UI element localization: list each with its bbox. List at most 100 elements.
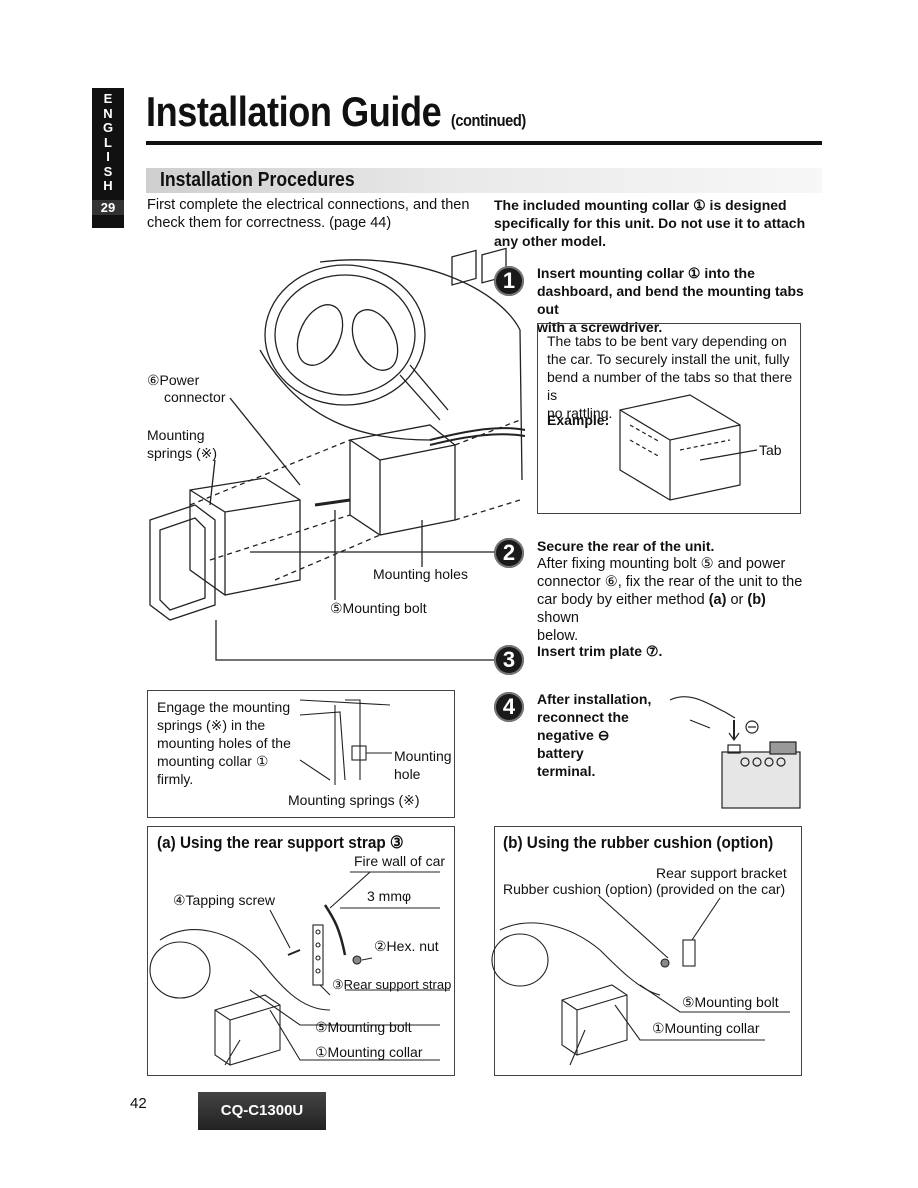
step-4-badge: 4 bbox=[494, 692, 524, 722]
size-label: 3 mmφ bbox=[367, 888, 412, 904]
step-line: After installation, bbox=[537, 691, 652, 707]
trim-plate-drawing bbox=[149, 504, 216, 621]
step-line: connector ⑥, fix the rear of the unit to… bbox=[537, 574, 803, 590]
method-a-box bbox=[147, 826, 455, 1076]
bracket-leader bbox=[691, 897, 721, 941]
step-text: or bbox=[726, 592, 748, 608]
example-label: Example: bbox=[547, 412, 610, 428]
collar-note-line: The included mounting collar ① is design… bbox=[494, 197, 787, 213]
step-line: negative ⊖ battery bbox=[537, 727, 610, 761]
dash-vent bbox=[451, 249, 477, 286]
dashboard-outline bbox=[319, 259, 523, 481]
language-letter: H bbox=[103, 178, 113, 193]
rubber-cushion-icon bbox=[660, 958, 670, 968]
note-line: the car. To securely install the unit, f… bbox=[547, 351, 790, 367]
engage-note-text: Engage the mounting springs (※) in the m… bbox=[157, 698, 297, 788]
rear-support-strap-label: ③Rear support strap bbox=[332, 977, 452, 992]
step-line: reconnect the bbox=[537, 709, 629, 725]
fire-wall-leader bbox=[329, 871, 371, 909]
language-letter: S bbox=[103, 163, 113, 179]
language-letter: G bbox=[102, 120, 114, 135]
title-rule bbox=[146, 141, 822, 145]
note-line: no rattling. bbox=[547, 405, 613, 421]
springs-label: Mounting springs (※) bbox=[288, 792, 420, 808]
section-title: Installation Procedures bbox=[160, 169, 355, 191]
method-b-bolt-label: ⑤Mounting bolt bbox=[682, 994, 779, 1010]
step-text: car body by either method bbox=[537, 592, 709, 608]
power-connector-leader bbox=[229, 397, 301, 486]
tab-label: Tab bbox=[759, 442, 782, 458]
rear-support-bracket-label: Rear support bracket (provided on the ca… bbox=[656, 865, 787, 897]
page-number: 42 bbox=[130, 1095, 147, 1112]
method-b-ref: (b) bbox=[747, 592, 766, 608]
language-letter: E bbox=[103, 91, 113, 106]
note-line: firmly. bbox=[157, 771, 194, 787]
note-line: The tabs to be bent vary depending on bbox=[547, 333, 787, 349]
step-line: terminal. bbox=[537, 763, 596, 779]
mounting-hole-label: Mounting hole bbox=[394, 747, 452, 783]
intro-line: check them for correctness. (page 44) bbox=[147, 215, 392, 231]
rubber-cushion-label: Rubber cushion (option) bbox=[503, 881, 653, 897]
step-1-badge: 1 bbox=[494, 266, 524, 296]
label-line: Mounting bbox=[147, 427, 205, 443]
section-page-code: 29 bbox=[92, 199, 124, 215]
tabs-note-text: The tabs to be bent vary depending on th… bbox=[547, 332, 797, 422]
hex-nut-icon bbox=[352, 955, 362, 965]
tapping-screw-label: ④Tapping screw bbox=[173, 892, 276, 908]
step-2-heading: Secure the rear of the unit. bbox=[537, 538, 715, 554]
power-connector-label: ⑥Power connector bbox=[147, 372, 225, 405]
note-line: bend a number of the tabs so that there … bbox=[547, 369, 793, 403]
rear-support-strap-drawing bbox=[312, 924, 324, 986]
method-b-box bbox=[494, 826, 802, 1076]
steering-wheel bbox=[264, 264, 426, 406]
method-a-ref: (a) bbox=[708, 592, 727, 608]
note-line: mounting holes of the bbox=[157, 735, 291, 751]
method-a-bolt-label: ⑤Mounting bolt bbox=[315, 1019, 412, 1035]
collar-note-line: any other model. bbox=[494, 233, 607, 249]
step-2-text: After fixing mounting bolt ⑤ and power c… bbox=[537, 555, 807, 645]
negative-terminal-icon bbox=[745, 720, 759, 734]
tabs-note-box bbox=[537, 323, 801, 514]
method-a-collar-label: ①Mounting collar bbox=[315, 1044, 423, 1060]
mounting-springs-label: Mounting springs (※) bbox=[147, 426, 217, 462]
label-line: Rear support bracket bbox=[656, 865, 787, 881]
page-title-text: Installation Guide bbox=[146, 88, 442, 135]
language-tab: E N G L I S H 29 bbox=[92, 88, 124, 228]
step-text: shown bbox=[537, 610, 579, 626]
step-line: dashboard, and bend the mounting tabs ou… bbox=[537, 283, 804, 317]
note-line: Engage the mounting bbox=[157, 699, 291, 715]
note-line: springs (※) in the bbox=[157, 717, 266, 733]
intro-text: First complete the electrical connection… bbox=[147, 196, 477, 232]
label-line: hole bbox=[394, 766, 421, 782]
mounting-bolt-label: ⑤Mounting bolt bbox=[330, 600, 427, 616]
step-3-badge: 3 bbox=[494, 645, 524, 675]
language-letter: L bbox=[104, 134, 112, 150]
label-line: springs (※) bbox=[147, 445, 218, 461]
label-line: (provided on the car) bbox=[656, 881, 786, 897]
hex-nut-label: ②Hex. nut bbox=[374, 938, 439, 954]
step-line: below. bbox=[537, 628, 579, 644]
intro-line: First complete the electrical connection… bbox=[147, 197, 470, 213]
model-badge: CQ-C1300U bbox=[198, 1092, 326, 1130]
step-line: Insert mounting collar ① into the bbox=[537, 265, 755, 281]
note-line: mounting collar ① bbox=[157, 753, 269, 769]
fire-wall-label: Fire wall of car bbox=[354, 853, 446, 869]
page-title: Installation Guide (continued) bbox=[146, 88, 526, 136]
section-bar bbox=[146, 168, 822, 193]
label-line: Mounting bbox=[394, 748, 452, 764]
step-2-badge: 2 bbox=[494, 538, 524, 568]
springs-leader bbox=[209, 459, 216, 506]
page-title-suffix: (continued) bbox=[450, 111, 526, 130]
language-letter: N bbox=[103, 105, 113, 121]
trim-plate-leader bbox=[215, 620, 500, 661]
label-line: connector bbox=[164, 389, 226, 405]
step-4-text: After installation, reconnect the negati… bbox=[537, 690, 657, 780]
cushion-leader bbox=[597, 894, 669, 959]
method-a-title: (a) Using the rear support strap ③ bbox=[157, 833, 404, 852]
step-line: car body by either method (a) or (b) sho… bbox=[537, 591, 807, 627]
step-3-text: Insert trim plate ⑦. bbox=[537, 643, 663, 659]
